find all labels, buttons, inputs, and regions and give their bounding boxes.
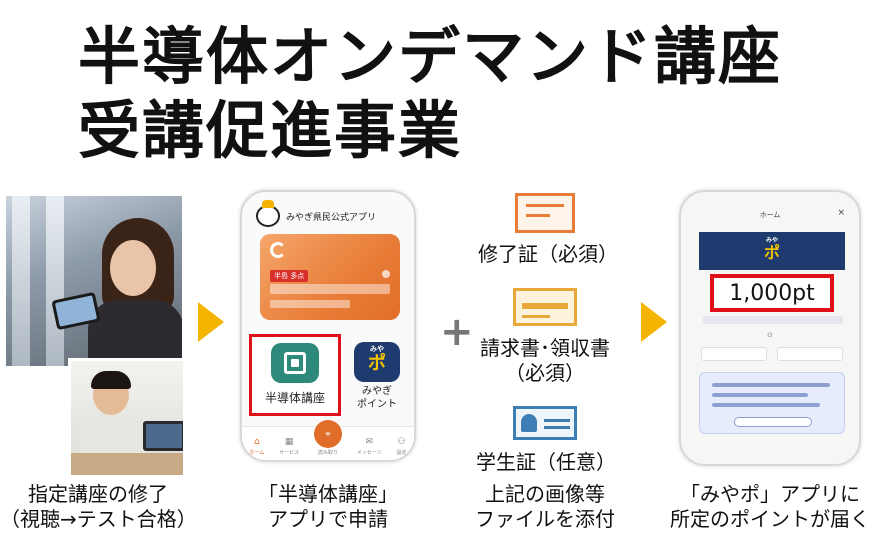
window-frame	[46, 196, 64, 366]
step1-caption: 指定講座の修了 （視聴→テスト合格）	[0, 482, 197, 532]
card-band	[270, 284, 390, 294]
chip-icon	[284, 352, 306, 374]
action-button-right[interactable]	[777, 347, 843, 361]
page-title-line2: 受講促進事業	[78, 94, 463, 167]
action-buttons	[701, 347, 843, 361]
miyagi-point-label: みやぎ ポイント	[357, 386, 397, 411]
people-icon: ⚇	[397, 437, 406, 447]
woman-studying-photo	[6, 196, 182, 366]
card-status-icon	[382, 270, 390, 278]
miyapo-icon-mini: みや	[370, 345, 384, 353]
campaign-line	[712, 393, 808, 397]
photo-desk	[71, 453, 183, 475]
tab-message-label: メッセージ	[356, 450, 382, 456]
certificate-label: 修了証（必須）	[478, 242, 618, 266]
tab-scan-label: 読み取り	[317, 450, 338, 456]
step2-caption-line2: アプリで申請	[268, 507, 388, 531]
step3-caption-line2: ファイルを添付	[475, 507, 615, 531]
miyapo-header-title: ホーム	[759, 211, 781, 219]
step1-caption-line1: 指定講座の修了	[28, 482, 168, 506]
semiconductor-course-tile[interactable]: 半導体講座	[249, 334, 341, 416]
photo-hair	[91, 371, 131, 389]
tab-scan[interactable]: ⌖ 読み取り	[313, 420, 342, 456]
plus-icon: +	[440, 309, 474, 355]
grid-icon: ▦	[284, 437, 294, 447]
miyapo-banner: みや ポ	[699, 232, 845, 270]
campaign-line	[712, 403, 820, 407]
invoice-label-line1: 請求書･領収書	[480, 336, 610, 360]
arrow-right-icon	[641, 302, 667, 342]
app-header: みやぎ県民公式アプリ	[256, 200, 377, 228]
photo-face	[110, 240, 156, 296]
arrow-right-icon	[198, 302, 224, 342]
tab-settings-label: 設定	[396, 450, 407, 456]
window-frame	[12, 196, 30, 366]
step4-caption-line1: 「みやポ」アプリに	[680, 482, 860, 506]
mail-icon: ✉	[365, 437, 373, 447]
step4-caption-line2: 所定のポイントが届く	[670, 507, 870, 531]
step1-caption-line2: （視聴→テスト合格）	[0, 507, 197, 531]
card-tag: 半島 多点	[270, 270, 309, 282]
miyagi-point-label-line2: ポイント	[357, 398, 397, 410]
card-band	[270, 300, 350, 308]
points-balance: 1,000pt	[710, 274, 834, 312]
step3-caption: 上記の画像等 ファイルを添付	[454, 482, 636, 532]
tab-message[interactable]: ✉ メッセージ	[356, 437, 382, 457]
invoice-label: 請求書･領収書 （必須）	[470, 336, 620, 386]
step4-caption: 「みやポ」アプリに 所定のポイントが届く	[650, 482, 890, 532]
tab-settings[interactable]: ⚇ 設定	[396, 437, 407, 457]
action-button-left[interactable]	[701, 347, 767, 361]
man-laptop-photo	[68, 358, 186, 478]
tab-home-label: ホーム	[249, 450, 265, 456]
points-subtext-bar	[703, 316, 843, 324]
prefecture-app-phone: みやぎ県民公式アプリ 半島 多点 半導体講座 みや ポ みやぎ ポイント ⌂ ホー…	[240, 190, 416, 462]
invoice-label-line2: （必須）	[505, 361, 585, 385]
campaign-card[interactable]	[699, 372, 845, 434]
campaign-line	[712, 383, 830, 387]
friend-row-icon: ⚇	[767, 332, 773, 339]
miyapo-banner-mini: みや	[765, 237, 778, 244]
tab-service-label: サービス	[279, 450, 300, 456]
laptop-device	[143, 421, 183, 451]
step3-caption-line1: 上記の画像等	[485, 482, 605, 506]
campaign-button[interactable]	[734, 417, 812, 427]
resident-card[interactable]: 半島 多点	[260, 234, 400, 320]
miyapo-banner-text: ポ	[763, 243, 780, 262]
close-icon[interactable]: ×	[837, 208, 845, 218]
student-id-icon	[513, 406, 577, 440]
app-title: みやぎ県民公式アプリ	[286, 212, 377, 223]
step2-caption: 「半導体講座」 アプリで申請	[232, 482, 424, 532]
miyapo-icon-text: ポ	[368, 353, 386, 374]
miyapo-icon: みや ポ	[354, 342, 400, 382]
page-title-line1: 半導体オンデマンド講座	[78, 20, 783, 93]
tab-service[interactable]: ▦ サービス	[279, 437, 300, 457]
home-icon: ⌂	[253, 437, 260, 447]
step2-caption-line1: 「半導体講座」	[258, 482, 398, 506]
semiconductor-chip-icon	[271, 343, 319, 383]
mascot-icon	[256, 200, 280, 227]
semiconductor-course-label: 半導体講座	[264, 391, 325, 405]
tab-home[interactable]: ⌂ ホーム	[249, 437, 265, 457]
miyagi-point-label-line1: みやぎ	[362, 386, 392, 397]
miyapo-app-phone: ホーム × みや ポ 1,000pt ⚇	[679, 190, 861, 466]
invoice-icon	[513, 288, 577, 326]
card-logo-icon	[270, 242, 286, 258]
scan-icon: ⌖	[313, 420, 342, 448]
certificate-icon	[515, 193, 575, 233]
photo-body	[88, 300, 182, 366]
student-id-label: 学生証（任意）	[476, 450, 616, 474]
miyagi-point-tile[interactable]: みや ポ みやぎ ポイント	[345, 342, 409, 418]
bottom-tab-bar: ⌂ ホーム ▦ サービス ⌖ 読み取り ✉ メッセージ ⚇ 設定	[242, 420, 414, 460]
